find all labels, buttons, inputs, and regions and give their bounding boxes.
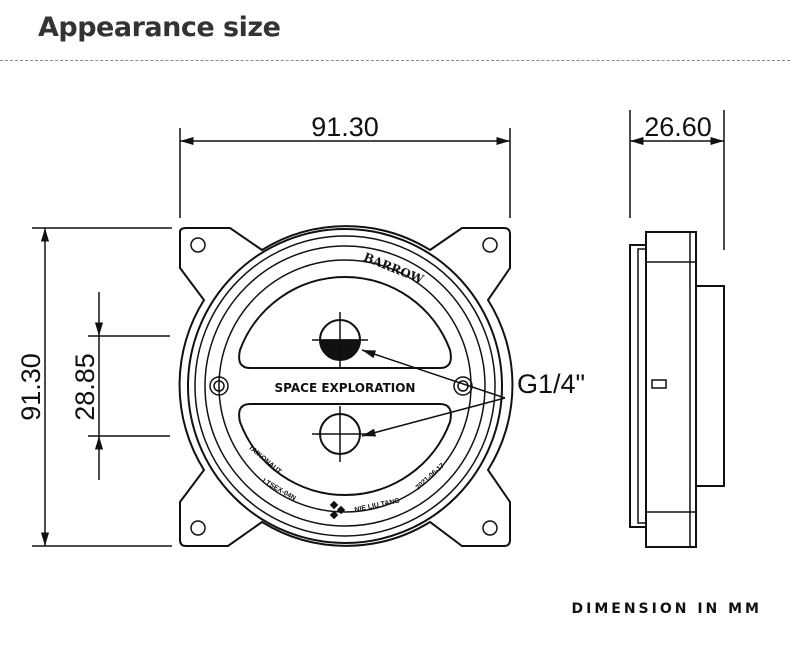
front-dimensions [32,128,511,547]
units-note: DIMENSION IN MM [571,601,762,617]
screw [209,376,229,396]
mount-hole [482,237,498,253]
thread-label: G1/4" [517,369,585,399]
mount-hole [190,237,206,253]
width-dimension: 91.30 [311,112,379,142]
divider [0,60,790,61]
outer-ring [187,228,503,544]
thread-leader [361,349,506,399]
port-spacing-dimension: 28.85 [70,353,100,421]
side-view [629,110,725,548]
depth-dimension: 26.60 [644,112,712,142]
page-title: Appearance size [38,12,281,43]
screw [453,376,473,396]
band-text: SPACE EXPLORATION [275,381,416,395]
height-dimension: 91.30 [16,353,46,421]
thread-leader [361,397,506,437]
mount-hole [482,520,498,536]
front-view: SPACE EXPLORATION BARROW TAIKONAUT LTSEX… [178,225,514,547]
upper-window [238,276,452,369]
ring-2 [194,235,496,537]
maker-logo-icon [329,500,346,520]
mount-hole [190,520,206,536]
lower-window [238,403,452,496]
mounting-bracket [178,225,514,547]
maker-text: NIE LIU TANG [354,497,401,514]
ring-3 [204,245,486,527]
